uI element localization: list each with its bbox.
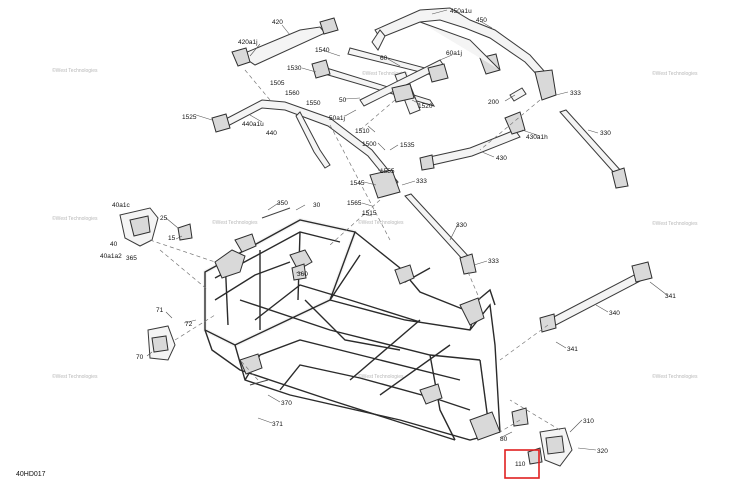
leader-lines [146, 9, 668, 451]
assembly-lines [149, 69, 561, 433]
callout-360: 360 [297, 271, 308, 278]
watermark: ©West Technologies [358, 219, 404, 226]
callout-330: 330 [600, 130, 611, 137]
main-frame [203, 217, 501, 441]
callout-450: 450 [476, 17, 487, 24]
callout-450a1u: 450a1u [450, 8, 472, 15]
roll-cage-parts [211, 7, 653, 333]
callout-333: 333 [570, 90, 581, 97]
callout-40a1c: 40a1c [112, 202, 130, 209]
watermark: ©West Technologies [362, 70, 408, 77]
callout-330: 330 [456, 222, 467, 229]
watermark: ©West Technologies [52, 67, 98, 74]
callout-110: 110 [515, 461, 526, 468]
callout-365: 365 [126, 255, 137, 262]
callout-340: 340 [609, 310, 620, 317]
callout-1565: 1565 [347, 200, 362, 207]
callout-40a1a2: 40a1a2 [100, 253, 122, 260]
callout-1505: 1505 [270, 80, 285, 87]
callout-333: 333 [488, 258, 499, 265]
callout-341: 341 [665, 293, 676, 300]
callout-1530: 1530 [287, 65, 302, 72]
callout-1515: 1515 [362, 210, 377, 217]
callout-60a1j: 60a1j [446, 50, 462, 57]
highlight-box [504, 449, 540, 479]
watermark: ©West Technologies [52, 373, 98, 380]
callout-1545: 1545 [350, 180, 365, 187]
callout-1525: 1525 [182, 114, 197, 121]
callout-1550: 1550 [306, 100, 321, 107]
watermark: ©West Technologies [52, 215, 98, 222]
callout-440a1u: 440a1u [242, 121, 264, 128]
callout-70: 70 [136, 354, 144, 361]
callout-440: 440 [266, 130, 277, 137]
figure-code: 40HD017 [16, 471, 46, 478]
watermark: ©West Technologies [652, 220, 698, 227]
watermark: ©West Technologies [212, 219, 258, 226]
watermark: ©West Technologies [652, 373, 698, 380]
callout-labels: 420 420a1j 450a1u 450 1540 1530 1505 156… [100, 8, 676, 468]
watermark: ©West Technologies [652, 70, 698, 77]
callout-370: 370 [281, 400, 292, 407]
callout-1500: 1500 [362, 141, 377, 148]
callout-1510: 1510 [355, 128, 370, 135]
callout-25: 25 [160, 215, 168, 222]
callout-320: 320 [597, 448, 608, 455]
callout-1520: 1520 [418, 103, 433, 110]
callout-430a1h: 430a1h [526, 134, 548, 141]
callout-371: 371 [272, 421, 283, 428]
callout-430: 430 [496, 155, 507, 162]
callout-40: 40 [110, 241, 118, 248]
callout-72: 72 [185, 321, 193, 328]
callout-50a1j: 50a1j [329, 115, 345, 122]
callout-341: 341 [567, 346, 578, 353]
mount-components [119, 207, 573, 467]
callout-60: 60 [380, 55, 388, 62]
callout-1540: 1540 [315, 47, 330, 54]
callout-30: 30 [313, 202, 321, 209]
callout-350: 350 [277, 200, 288, 207]
callout-420a1j: 420a1j [238, 39, 258, 46]
watermark-layer: ©West Technologies ©West Technologies ©W… [52, 67, 698, 380]
callout-80: 80 [500, 436, 508, 443]
watermark: ©West Technologies [358, 373, 404, 380]
callout-1560: 1560 [285, 90, 300, 97]
callout-71: 71 [156, 307, 164, 314]
callout-333: 333 [416, 178, 427, 185]
callout-200: 200 [488, 99, 499, 106]
callout-50: 50 [339, 97, 347, 104]
callout-15: 15 [168, 235, 176, 242]
callout-1535: 1535 [400, 142, 415, 149]
callout-420: 420 [272, 19, 283, 26]
callout-1555: 1555 [380, 168, 395, 175]
callout-310: 310 [583, 418, 594, 425]
